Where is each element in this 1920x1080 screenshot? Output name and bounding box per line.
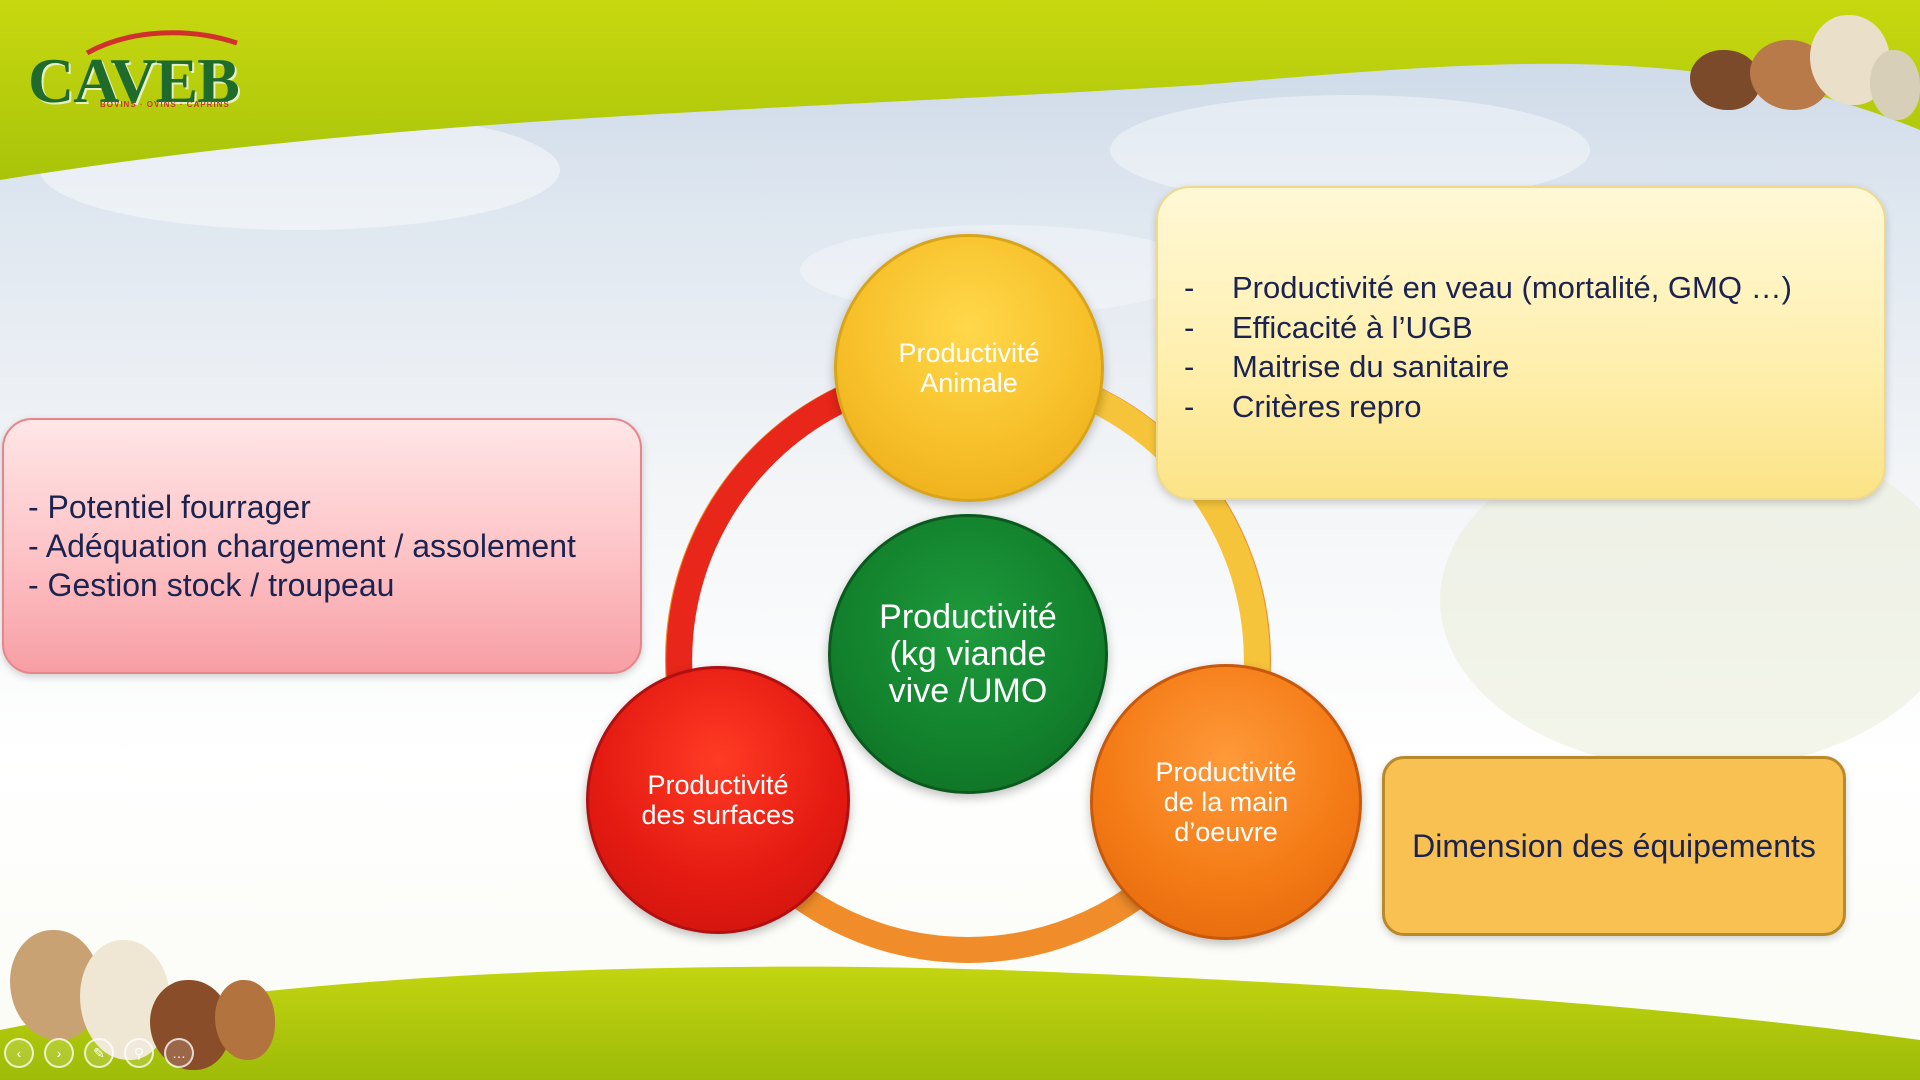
equipment-label: Dimension des équipements	[1412, 827, 1816, 864]
labour-productivity-label: Productivité de la main d’oeuvre	[1155, 757, 1297, 847]
list-item: - Potentiel fourrager	[28, 489, 311, 525]
caveb-logo: CAVEB BOVINS · OVINS · CAPRINS	[22, 28, 262, 118]
surfaces-productivity-label: Productivité des surfaces	[641, 770, 795, 830]
bullet-dash: -	[1184, 270, 1195, 305]
logo-swoosh-icon	[85, 30, 238, 56]
list-item-text: Maitrise du sanitaire	[1232, 349, 1510, 384]
list-item-text: Efficacité à l’UGB	[1232, 309, 1473, 345]
surfaces-details-list: - Potentiel fourrager - Adéquation charg…	[28, 488, 576, 605]
list-item-text: Critères repro	[1232, 388, 1422, 424]
animal-details-list: - Productivité en veau (mortalité, GMQ …)…	[1184, 268, 1792, 426]
central-productivity-label: Productivité (kg viande vive /UMO	[879, 597, 1057, 710]
list-item: - Gestion stock / troupeau	[28, 567, 395, 603]
pen-icon[interactable]: ✎	[84, 1038, 114, 1068]
list-item: - Adéquation chargement / assolement	[28, 528, 576, 564]
list-item: - Maitrise du sanitaire	[1184, 347, 1792, 387]
bullet-dash: -	[1184, 309, 1195, 345]
bullet-dash: -	[1184, 349, 1195, 384]
animal-productivity-label: Productivité Animale	[898, 338, 1040, 398]
zoom-icon[interactable]: ⚲	[124, 1038, 154, 1068]
list-item: - Critères repro	[1184, 387, 1792, 427]
logo-text: CAVEB	[28, 45, 240, 116]
slideshow-controls: ‹ › ✎ ⚲ …	[4, 1038, 194, 1068]
cows-top-right-image	[1660, 10, 1920, 130]
bullet-dash: -	[1184, 388, 1195, 424]
animal-productivity-node: Productivité Animale	[834, 234, 1104, 502]
surfaces-details-box: - Potentiel fourrager - Adéquation charg…	[2, 418, 642, 674]
more-options-button[interactable]: …	[164, 1038, 194, 1068]
equipment-box: Dimension des équipements	[1382, 756, 1846, 936]
labour-productivity-node: Productivité de la main d’oeuvre	[1090, 664, 1362, 940]
surfaces-productivity-node: Productivité des surfaces	[586, 666, 850, 934]
chevron-left-icon[interactable]: ‹	[4, 1038, 34, 1068]
list-item: - Efficacité à l’UGB	[1184, 308, 1792, 348]
chevron-right-icon[interactable]: ›	[44, 1038, 74, 1068]
central-productivity-node: Productivité (kg viande vive /UMO	[828, 514, 1108, 794]
list-item: - Productivité en veau (mortalité, GMQ …)	[1184, 268, 1792, 308]
animal-details-box: - Productivité en veau (mortalité, GMQ …)…	[1156, 186, 1886, 500]
list-item-text: Productivité en veau (mortalité, GMQ …)	[1232, 270, 1792, 305]
logo-tagline: BOVINS · OVINS · CAPRINS	[100, 100, 230, 109]
